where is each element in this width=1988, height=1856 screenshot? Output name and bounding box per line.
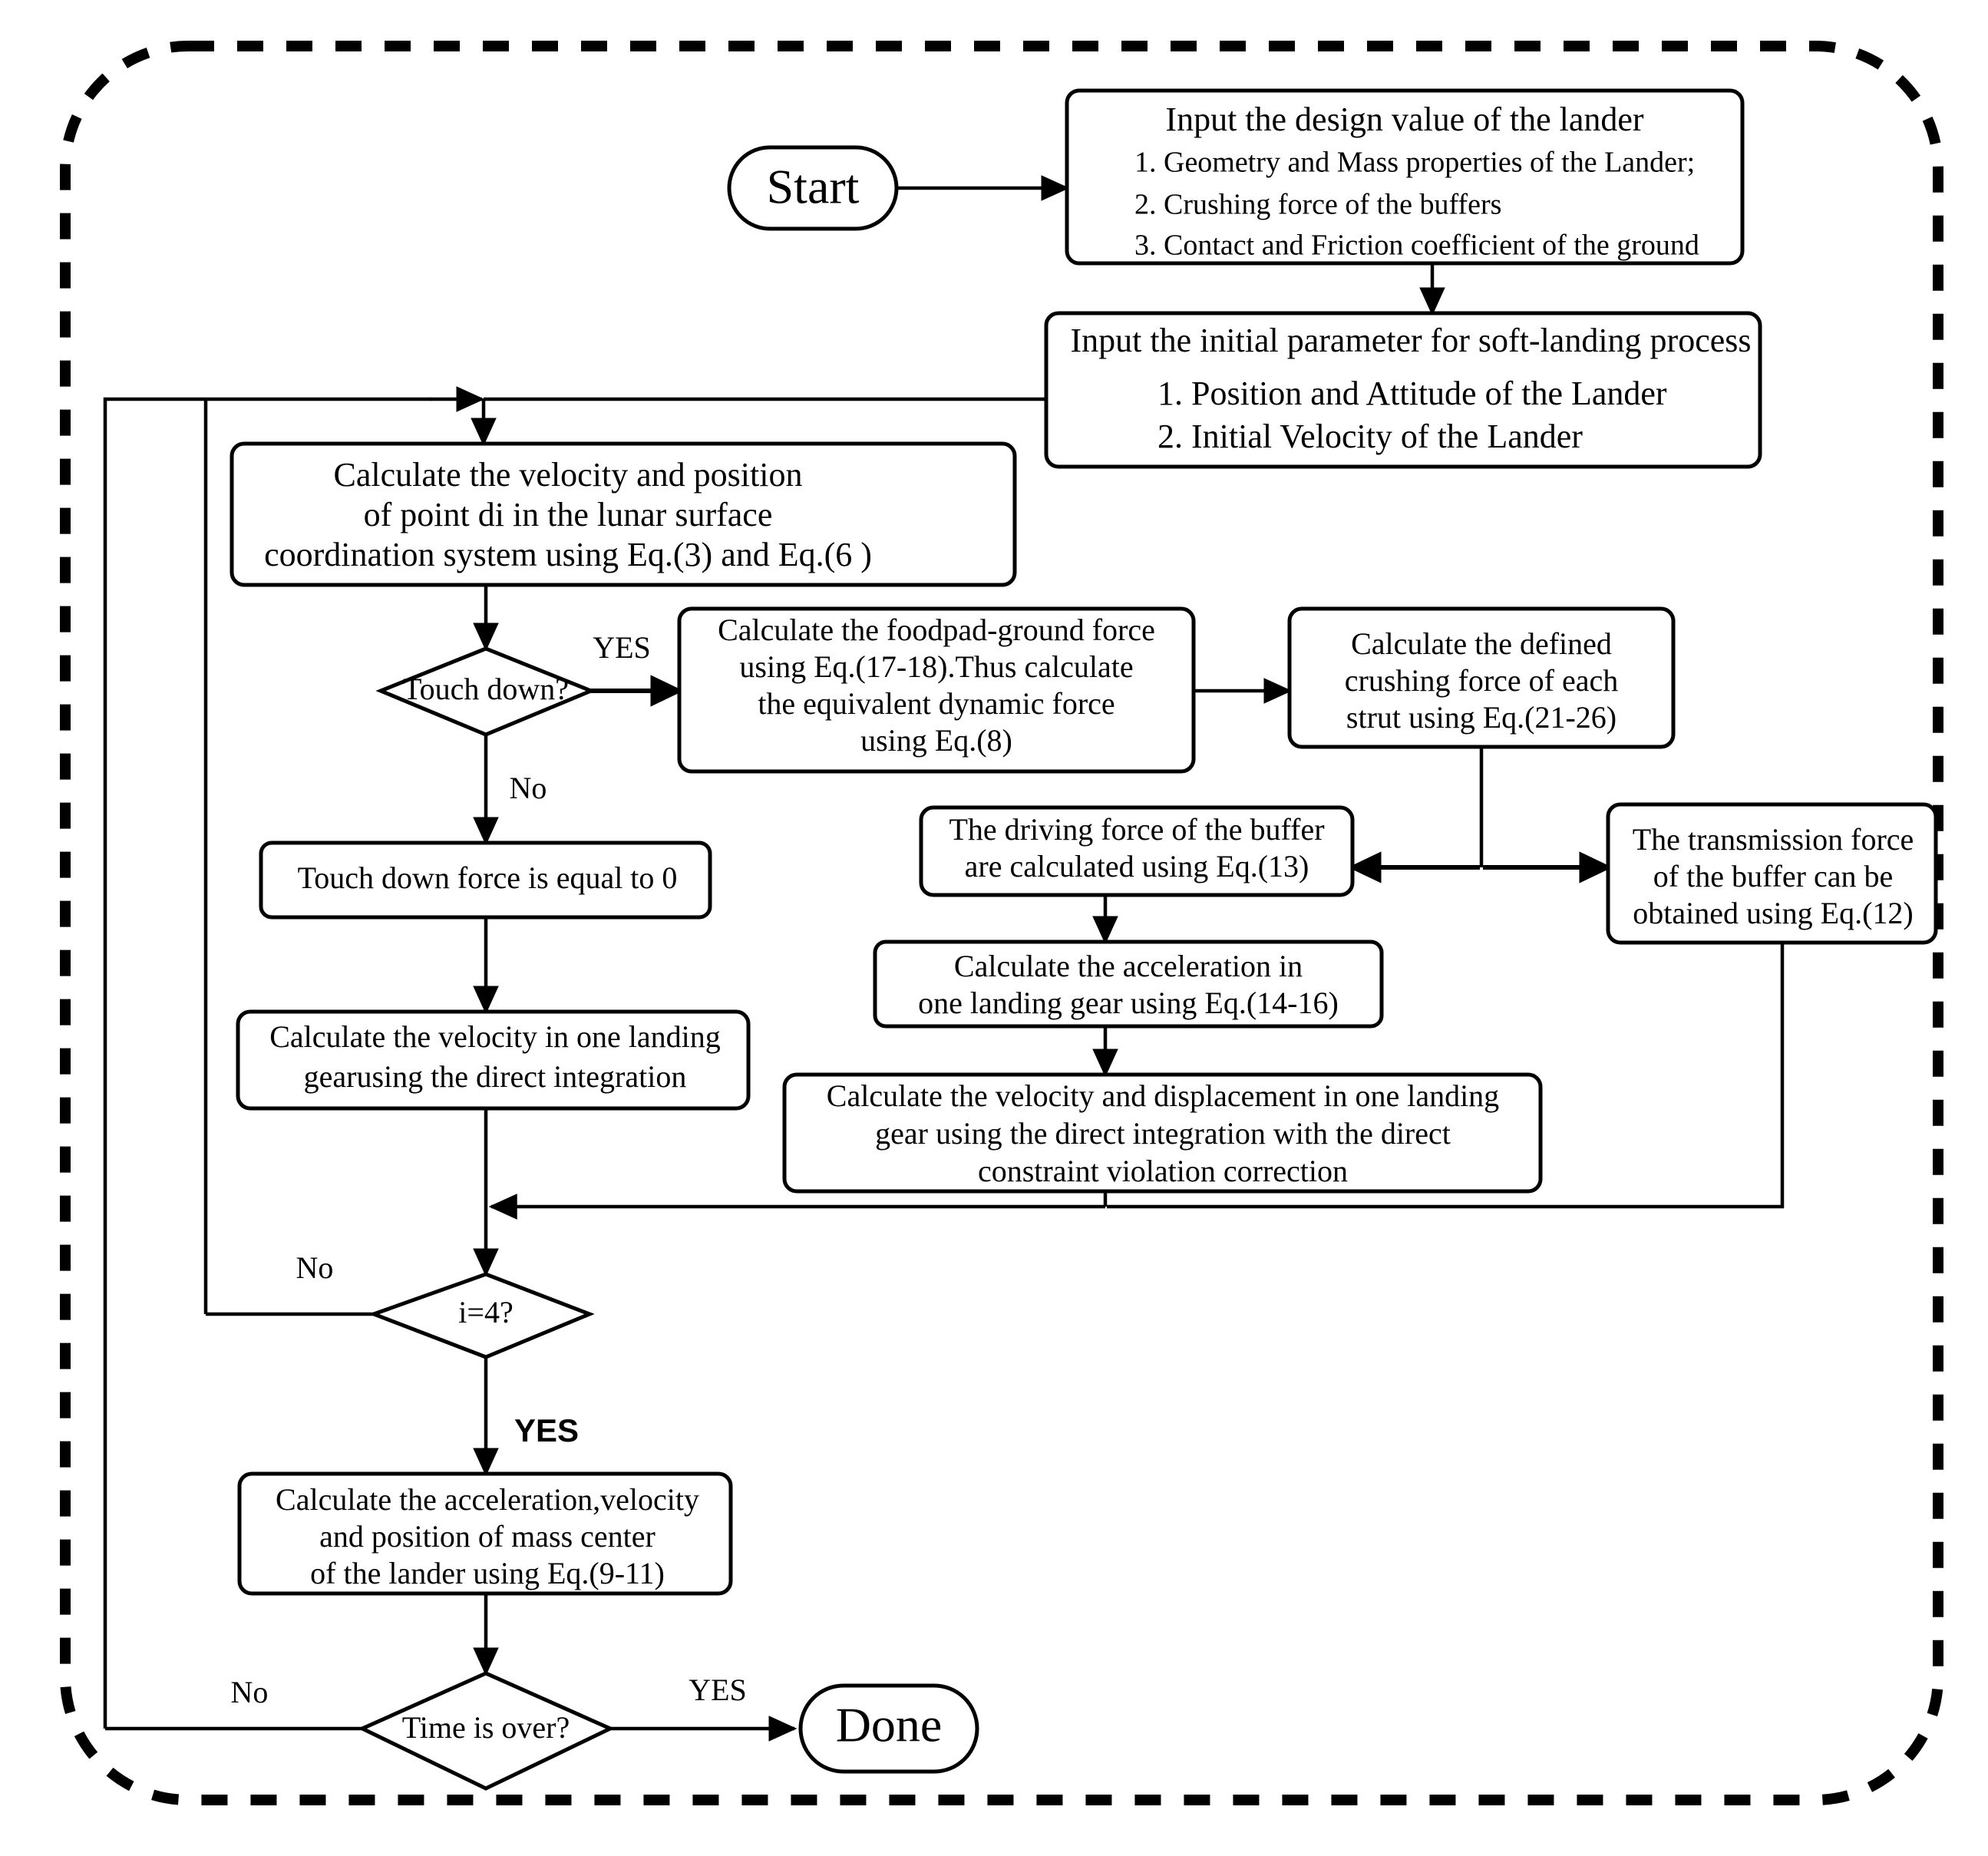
node-veldisp-shape[interactable]	[782, 1072, 1543, 1194]
node-crushing-line-2: crushing force of each	[1345, 663, 1618, 698]
node-footpad-line-3: the equivalent dynamic force	[758, 686, 1115, 721]
edge-label-touchdown-yes: YES	[593, 630, 651, 665]
node-tdforce-shape[interactable]	[259, 840, 712, 920]
node-veldisp-line-3: constraint violation correction	[978, 1154, 1348, 1188]
node-start-label: Start	[767, 160, 860, 214]
node-input-design-heading: Input the design value of the lander	[1165, 101, 1643, 138]
node-start-shape[interactable]	[727, 145, 899, 231]
edge-label-i4-yes: YES	[514, 1412, 579, 1448]
node-velgear-line-1: Calculate the velocity in one landing	[269, 1019, 721, 1054]
node-velgear-shape[interactable]	[236, 1009, 751, 1111]
node-done-shape[interactable]	[798, 1683, 979, 1774]
node-transmission-line-2: of the buffer can be	[1653, 859, 1893, 893]
node-footpad-line-2: using Eq.(17-18).Thus calculate	[739, 649, 1133, 684]
node-driving-line-1: The driving force of the buffer	[949, 812, 1324, 847]
node-i4-shape[interactable]	[368, 1272, 595, 1359]
edge-label-timeover-no: No	[231, 1675, 269, 1709]
node-i4-label: i=4?	[458, 1295, 513, 1329]
node-transmission-line-1: The transmission force	[1633, 822, 1914, 857]
node-footpad-shape[interactable]	[677, 606, 1196, 774]
node-velgear-line-2: gearusing the direct integration	[304, 1059, 687, 1094]
node-masscenter-line-3: of the lander using Eq.(9-11)	[310, 1556, 665, 1590]
node-masscenter-line-1: Calculate the acceleration,velocity	[276, 1482, 699, 1517]
node-input-initial-heading: Input the initial parameter for soft-lan…	[1070, 322, 1751, 359]
edge-label-i4-no: No	[296, 1250, 334, 1285]
edge-label-timeover-yes: YES	[689, 1673, 747, 1707]
node-input-initial-item-1: 1. Position and Attitude of the Lander	[1157, 375, 1667, 412]
node-calc-di-line-3: coordination system using Eq.(3) and Eq.…	[264, 536, 872, 573]
node-veldisp-line-2: gear using the direct integration with t…	[875, 1116, 1451, 1151]
node-crushing-line-3: strut using Eq.(21-26)	[1346, 700, 1616, 735]
node-calc-di-line-1: Calculate the velocity and position	[334, 456, 803, 494]
node-input-design-item-2: 2. Crushing force of the buffers	[1134, 189, 1501, 221]
node-calc-di-line-2: of point di in the lunar surface	[364, 496, 773, 533]
node-input-initial-shape[interactable]	[1044, 311, 1762, 469]
node-transmission-shape[interactable]	[1606, 802, 1938, 945]
node-input-design-item-1: 1. Geometry and Mass properties of the L…	[1134, 147, 1695, 179]
node-crushing-line-1: Calculate the defined	[1351, 626, 1612, 661]
node-input-design-item-3: 3. Contact and Friction coefficient of t…	[1134, 230, 1699, 262]
node-crushing-shape[interactable]	[1287, 606, 1676, 749]
node-timeover-label: Time is over?	[402, 1710, 570, 1745]
edge-transmission-down	[1107, 943, 1785, 1209]
node-timeover-shape[interactable]	[358, 1671, 615, 1791]
node-footpad-line-4: using Eq.(8)	[860, 723, 1012, 758]
node-touchdown-label: Touch down?	[403, 672, 569, 706]
node-calc-di-shape[interactable]	[230, 441, 1017, 587]
dashed-border-frame	[60, 41, 1943, 1805]
node-transmission-line-3: obtained using Eq.(12)	[1633, 896, 1914, 930]
node-veldisp-line-1: Calculate the velocity and displacement …	[827, 1078, 1499, 1113]
node-driving-shape[interactable]	[919, 805, 1355, 897]
node-input-design-shape[interactable]	[1065, 88, 1745, 266]
edge-label-touchdown-no: No	[510, 771, 547, 805]
node-accelgear-shape[interactable]	[873, 940, 1384, 1029]
node-done-label: Done	[836, 1698, 943, 1752]
node-input-initial-item-2: 2. Initial Velocity of the Lander	[1157, 418, 1583, 455]
node-touchdown-shape[interactable]	[375, 646, 596, 737]
node-tdforce-line-1: Touch down force is equal to 0	[298, 860, 678, 895]
node-masscenter-shape[interactable]	[237, 1471, 733, 1596]
node-accelgear-line-1: Calculate the acceleration in	[954, 949, 1303, 983]
node-driving-line-2: are calculated using Eq.(13)	[965, 849, 1309, 883]
node-accelgear-line-2: one landing gear using Eq.(14-16)	[918, 986, 1339, 1020]
node-footpad-line-1: Calculate the foodpad-ground force	[718, 613, 1155, 647]
node-masscenter-line-2: and position of mass center	[319, 1519, 656, 1554]
edge-time-over-no-loop	[103, 397, 431, 1729]
